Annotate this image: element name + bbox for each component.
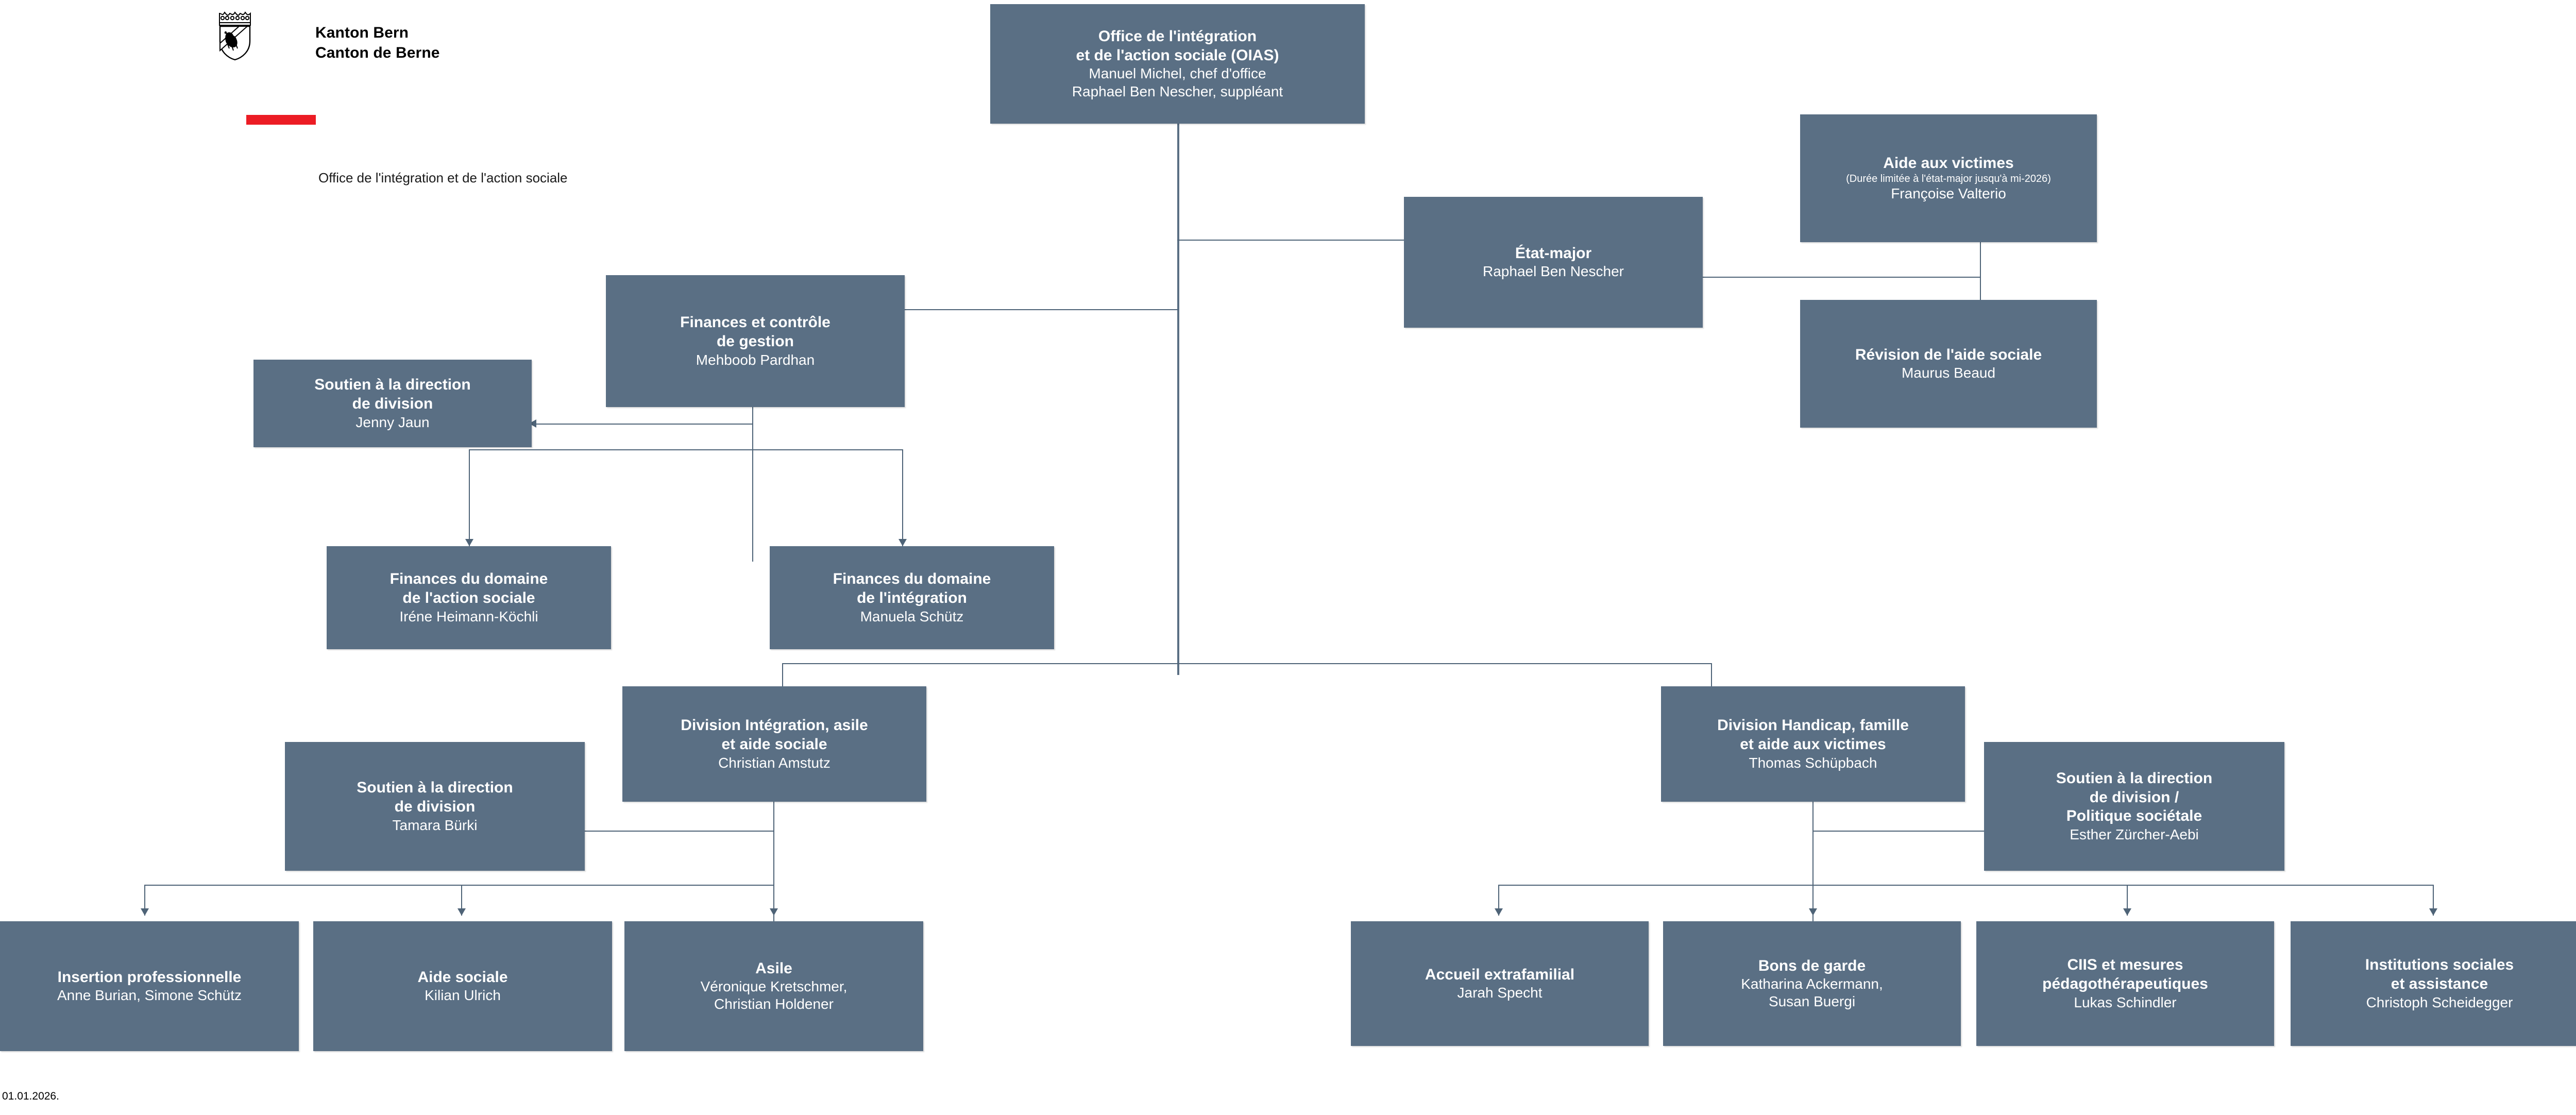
node-soutien-direction-division-integration[interactable]: Soutien à la direction de division Tamar… (285, 742, 585, 871)
node-subtitle: Thomas Schüpbach (1749, 754, 1877, 771)
node-subtitle: Tamara Bürki (392, 817, 478, 833)
connector-divint-drop (773, 802, 774, 921)
connector-etatmajor-bus (1703, 277, 1981, 278)
node-subtitle: Christoph Scheidegger (2366, 994, 2513, 1010)
node-subtitle: Mehboob Pardhan (696, 351, 815, 368)
office-subtitle: Office de l'intégration et de l'action s… (318, 170, 568, 185)
node-note: (Durée limitée à l'état-major jusqu'à mi… (1846, 173, 2051, 185)
connector-finances-child2-drop (902, 449, 903, 546)
arrow-to-ciis-mesures (2123, 908, 2131, 916)
node-ciis-mesures[interactable]: CIIS et mesures pédagothérapeutiques Luk… (1976, 921, 2274, 1046)
connector-spine-main (1177, 124, 1179, 675)
node-finances-integration[interactable]: Finances du domaine de l'intégration Man… (770, 546, 1054, 649)
node-subtitle: Lukas Schindler (2074, 994, 2177, 1010)
node-subtitle: Jarah Specht (1457, 985, 1543, 1001)
connector-oias-etatmajor (1177, 240, 1404, 241)
connector-accueil-drop (1498, 885, 1499, 916)
connector-divint-children-bus (144, 885, 774, 886)
connector-finances-child1-drop (469, 449, 470, 546)
node-subtitle: Maurus Beaud (1901, 365, 1996, 381)
node-title: Soutien à la direction de division (314, 376, 471, 412)
arrow-to-finances-action-sociale (465, 539, 473, 546)
brand-name: Kanton Bern Canton de Berne (315, 23, 440, 63)
node-title: Division Handicap, famille et aide aux v… (1717, 717, 1909, 753)
arrow-to-insertion-professionnelle (141, 908, 149, 916)
arrow-to-bons-de-garde (1809, 908, 1817, 916)
node-title: Finances du domaine de l'intégration (833, 570, 991, 606)
node-title: État-major (1515, 244, 1592, 262)
connector-finances-soutien (533, 424, 753, 425)
node-title: Office de l'intégration et de l'action s… (1076, 28, 1279, 64)
bern-coat-of-arms-icon (219, 11, 251, 61)
arrow-to-institutions-sociales (2429, 908, 2437, 916)
node-title: Finances et contrôle de gestion (680, 314, 831, 350)
node-subtitle: Iréne Heimann-Köchli (399, 608, 538, 624)
connector-divisions-bus (782, 663, 1712, 664)
node-insertion-professionnelle[interactable]: Insertion professionnelle Anne Burian, S… (0, 921, 299, 1051)
node-subtitle: Anne Burian, Simone Schütz (57, 987, 242, 1004)
connector-ciis-drop (2127, 885, 2128, 916)
node-subtitle: Kilian Ulrich (425, 987, 501, 1004)
connector-divint-soutien (584, 831, 774, 832)
arrow-to-asile (770, 908, 778, 916)
node-etat-major[interactable]: État-major Raphael Ben Nescher (1404, 197, 1703, 328)
node-aide-sociale[interactable]: Aide sociale Kilian Ulrich (313, 921, 612, 1051)
node-title: Soutien à la direction de division (357, 779, 513, 815)
brand-accent-bar (246, 115, 316, 125)
connector-finances-drop (752, 407, 753, 562)
connector-divhand-soutien (1812, 831, 1984, 832)
node-oias[interactable]: Office de l'intégration et de l'action s… (990, 4, 1365, 124)
node-subtitle: Jenny Jaun (355, 414, 430, 430)
connector-institutions-drop (2433, 885, 2434, 916)
node-asile[interactable]: Asile Véronique Kretschmer, Christian Ho… (624, 921, 923, 1051)
brand-name-de: Kanton Bern (315, 24, 409, 41)
connector-aidesociale-drop (461, 885, 462, 916)
node-institutions-sociales[interactable]: Institutions sociales et assistance Chri… (2291, 921, 2576, 1046)
node-title: Bons de garde (1758, 957, 1866, 974)
node-subtitle: Françoise Valterio (1891, 185, 2006, 202)
connector-finances-children-bus (469, 449, 903, 450)
node-title: Institutions sociales et assistance (2365, 956, 2514, 992)
node-accueil-extrafamilial[interactable]: Accueil extrafamilial Jarah Specht (1351, 921, 1649, 1046)
arrow-to-accueil-extrafamilial (1495, 908, 1503, 916)
node-revision-aide-sociale[interactable]: Révision de l'aide sociale Maurus Beaud (1800, 300, 2097, 428)
node-title: Révision de l'aide sociale (1855, 346, 2042, 363)
node-bons-de-garde[interactable]: Bons de garde Katharina Ackermann, Susan… (1663, 921, 1961, 1046)
brand-name-fr: Canton de Berne (315, 44, 440, 61)
node-subtitle: Christian Amstutz (718, 754, 831, 771)
node-finances-action-sociale[interactable]: Finances du domaine de l'action sociale … (327, 546, 611, 649)
node-title: Soutien à la direction de division / Pol… (2056, 770, 2213, 825)
node-title: Division Intégration, asile et aide soci… (681, 717, 868, 753)
connector-divhand-children-bus (1498, 885, 2433, 886)
node-subtitle: Katharina Ackermann, Susan Buergi (1741, 976, 1883, 1010)
node-subtitle: Esther Zürcher-Aebi (2070, 826, 2199, 842)
node-title: Aide sociale (417, 968, 508, 986)
connector-division-integration-drop (782, 663, 783, 686)
node-subtitle: Raphael Ben Nescher (1483, 263, 1624, 280)
node-division-handicap[interactable]: Division Handicap, famille et aide aux v… (1661, 686, 1965, 802)
node-title: Accueil extrafamilial (1425, 966, 1575, 983)
node-division-integration[interactable]: Division Intégration, asile et aide soci… (622, 686, 926, 802)
node-finances-controle[interactable]: Finances et contrôle de gestion Mehboob … (606, 275, 905, 407)
node-title: Asile (755, 959, 792, 977)
node-subtitle: Manuela Schütz (860, 608, 964, 624)
node-soutien-direction-division-finances[interactable]: Soutien à la direction de division Jenny… (253, 360, 532, 447)
brand-header: Kanton Bern Canton de Berne (216, 5, 577, 160)
node-soutien-direction-division-politique[interactable]: Soutien à la direction de division / Pol… (1984, 742, 2284, 871)
connector-divhand-drop (1812, 802, 1814, 921)
node-title: Finances du domaine de l'action sociale (389, 570, 548, 606)
connector-insertion-drop (144, 885, 145, 916)
node-subtitle: Manuel Michel, chef d'office Raphael Ben… (1072, 65, 1283, 99)
node-subtitle: Véronique Kretschmer, Christian Holdener (700, 978, 848, 1012)
node-aide-aux-victimes[interactable]: Aide aux victimes (Durée limitée à l'éta… (1800, 114, 2097, 242)
node-title: CIIS et mesures pédagothérapeutiques (2042, 956, 2208, 992)
node-title: Insertion professionnelle (57, 968, 242, 986)
connector-division-handicap-drop (1711, 663, 1712, 686)
connector-oias-finances (904, 309, 1178, 310)
arrow-to-finances-integration (899, 539, 907, 546)
footer-date: 01.01.2026. (2, 1090, 59, 1102)
node-title: Aide aux victimes (1883, 154, 2014, 172)
arrow-to-aide-sociale (457, 908, 466, 916)
